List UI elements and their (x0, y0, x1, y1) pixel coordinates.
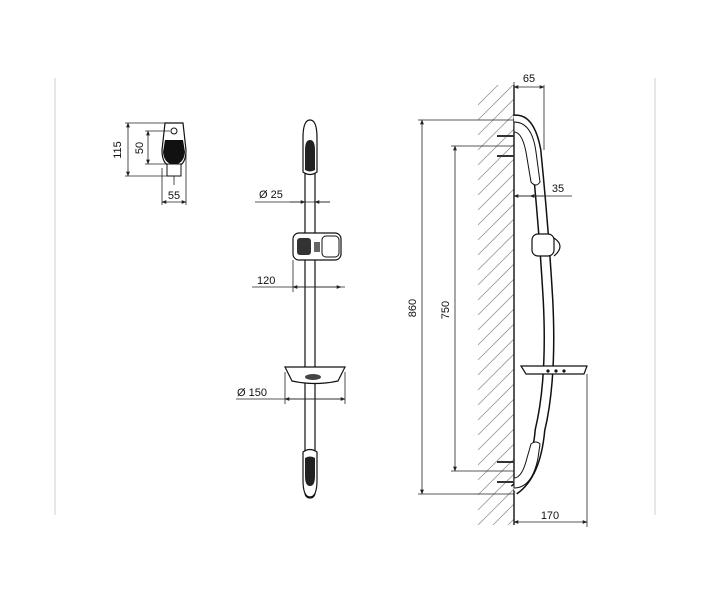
dim-slider-width: 120 (257, 275, 275, 287)
dim-wall-offset-top: 65 (523, 73, 535, 85)
dim-wall-offset-mid: 35 (552, 183, 564, 195)
dim-overall-height: 860 (407, 299, 419, 317)
dim-rail-diameter: Ø 25 (259, 189, 283, 201)
side-view-rail (497, 114, 588, 495)
dim-holder-height: 115 (112, 141, 124, 159)
dim-bracket-spacing: 750 (440, 301, 452, 319)
front-view-rail (284, 119, 346, 499)
dim-dish-projection: 170 (541, 510, 559, 522)
wall-holder-detail (161, 122, 187, 185)
dim-holder-width: 55 (168, 190, 180, 202)
dim-holder-slot: 50 (134, 142, 146, 154)
dim-dish-diameter: Ø 150 (237, 387, 267, 399)
